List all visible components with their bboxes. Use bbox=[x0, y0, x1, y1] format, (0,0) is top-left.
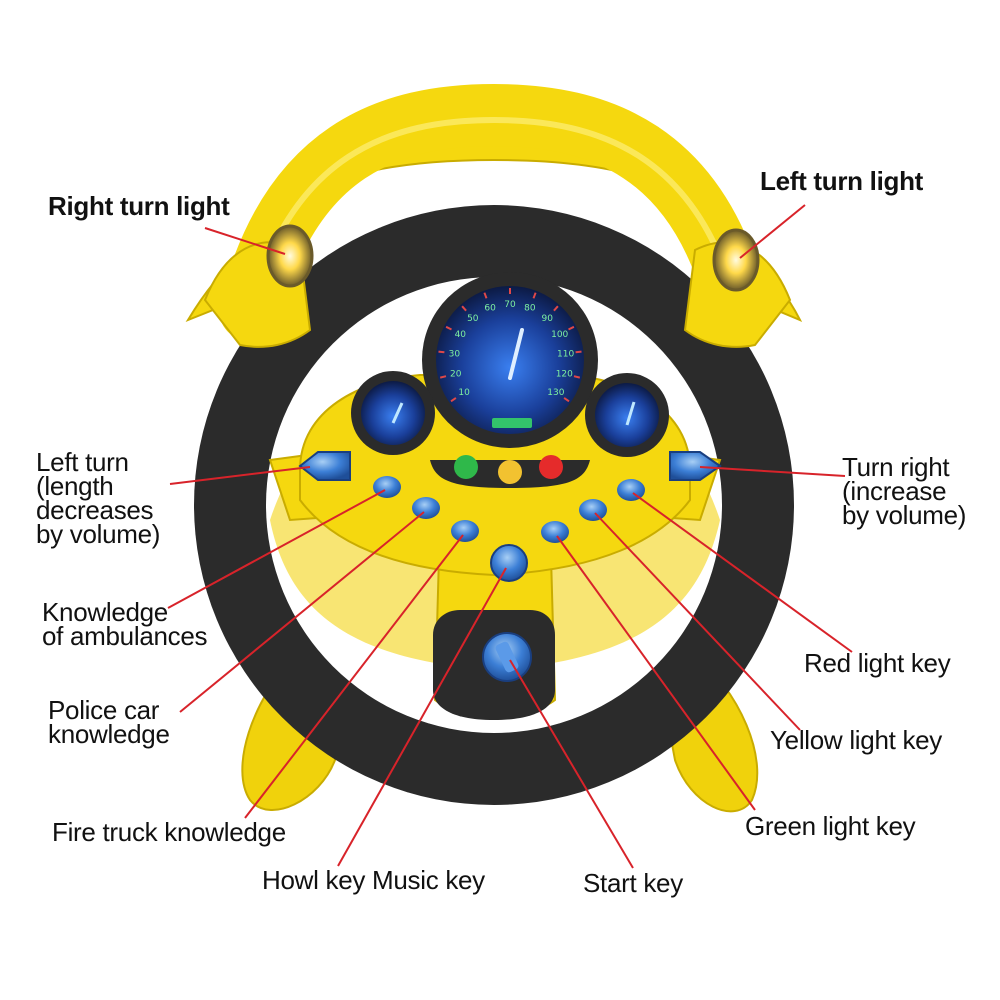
right-turn-light-lamp bbox=[266, 224, 314, 288]
speedometer-tick-label: 90 bbox=[541, 314, 553, 324]
leader-turn-right bbox=[699, 466, 846, 477]
label-yellow-light-key: Yellow light key bbox=[770, 725, 943, 755]
leader-left-turn bbox=[169, 466, 311, 485]
green-light-button bbox=[541, 521, 569, 543]
label-turn-right-line3: by volume) bbox=[842, 500, 967, 530]
speedometer-face bbox=[436, 286, 584, 434]
label-left-turn-line4: by volume) bbox=[36, 519, 161, 549]
speedometer-tick-label: 20 bbox=[450, 370, 462, 380]
speedometer-tick-label: 120 bbox=[556, 370, 573, 380]
label-ambulance-line2: of ambulances bbox=[42, 621, 208, 651]
leader-start bbox=[509, 659, 634, 869]
red-light bbox=[539, 455, 563, 479]
speedometer-tick-label: 60 bbox=[484, 304, 496, 314]
label-police-line1: Police car bbox=[48, 695, 160, 725]
label-police-line2: knowledge bbox=[48, 719, 170, 749]
howl-music-button bbox=[490, 544, 528, 582]
speedometer-tick-mark bbox=[438, 350, 445, 354]
speedometer-tick-mark bbox=[575, 350, 582, 354]
speedometer-tick-mark bbox=[573, 375, 581, 379]
speedometer-tick-mark bbox=[563, 397, 570, 403]
yellow-light bbox=[498, 460, 522, 484]
label-left-turn-light: Left turn light bbox=[760, 166, 924, 196]
left-gauge-face bbox=[361, 381, 425, 445]
leader-ambulance bbox=[167, 489, 386, 609]
leader-howl bbox=[337, 567, 507, 867]
speedometer-tick-mark bbox=[450, 397, 457, 403]
label-ambulance-line1: Knowledge bbox=[42, 597, 168, 627]
label-red-light-key: Red light key bbox=[804, 648, 951, 678]
label-turn-right: Turn right (increase by volume) bbox=[842, 452, 992, 530]
label-police-car-knowledge: Police car knowledge bbox=[48, 695, 228, 749]
police-button bbox=[412, 497, 440, 519]
speedometer-tick-mark bbox=[483, 292, 488, 299]
leader-red bbox=[632, 492, 853, 653]
leader-police bbox=[179, 511, 425, 713]
label-fire-truck-knowledge: Fire truck knowledge bbox=[52, 817, 286, 847]
speedometer-tick-mark bbox=[439, 375, 447, 379]
left-turn-light-lamp bbox=[712, 228, 760, 292]
leader-fire bbox=[244, 534, 464, 819]
label-right-turn-light: Right turn light bbox=[48, 191, 230, 221]
speedometer-tick-label: 40 bbox=[455, 330, 467, 340]
speedometer-tick-label: 110 bbox=[557, 350, 574, 360]
speedometer-tick-mark bbox=[461, 305, 467, 312]
speedometer-tick-label: 130 bbox=[547, 388, 564, 398]
label-start-key: Start key bbox=[583, 868, 683, 898]
label-left-turn-line1: Left turn bbox=[36, 447, 129, 477]
speedometer-tick-mark bbox=[568, 325, 575, 331]
speedometer-display bbox=[492, 418, 532, 428]
speedometer-tick-label: 10 bbox=[458, 388, 470, 398]
label-howl-music-key: Howl key Music key bbox=[262, 865, 485, 895]
leader-right-turn-light bbox=[204, 227, 286, 255]
right-grip-yellow bbox=[683, 241, 792, 348]
speedometer-needle bbox=[508, 328, 524, 380]
label-knowledge-ambulances: Knowledge of ambulances bbox=[42, 597, 242, 651]
label-left-turn-line3: decreases bbox=[36, 495, 154, 525]
yellow-light-button bbox=[579, 499, 607, 521]
speedometer-tick-label: 50 bbox=[467, 314, 479, 324]
label-left-turn: Left turn (length decreases by volume) bbox=[36, 447, 226, 549]
right-arrow-button bbox=[669, 451, 722, 481]
speedometer-tick-label: 80 bbox=[524, 304, 536, 314]
label-left-turn-line2: (length bbox=[36, 471, 114, 501]
leader-green bbox=[556, 535, 756, 811]
speedometer-tick-mark bbox=[532, 292, 537, 299]
speedometer-tick-label: 30 bbox=[449, 350, 461, 360]
speedometer-tick-label: 70 bbox=[504, 300, 516, 310]
leader-yellow bbox=[594, 512, 801, 731]
leader-left-turn-light bbox=[739, 204, 806, 259]
fire-truck-button bbox=[451, 520, 479, 542]
left-arrow-button bbox=[298, 451, 351, 481]
leader-lines bbox=[167, 204, 853, 869]
speedometer-tick-mark bbox=[553, 305, 559, 312]
right-gauge-face bbox=[595, 383, 659, 447]
label-green-light-key: Green light key bbox=[745, 811, 916, 841]
speedometer-tick-label: 100 bbox=[551, 330, 568, 340]
speedometer-tick-mark bbox=[445, 325, 452, 331]
label-turn-right-line2: (increase bbox=[842, 476, 947, 506]
green-light bbox=[454, 455, 478, 479]
label-turn-right-line1: Turn right bbox=[842, 452, 950, 482]
